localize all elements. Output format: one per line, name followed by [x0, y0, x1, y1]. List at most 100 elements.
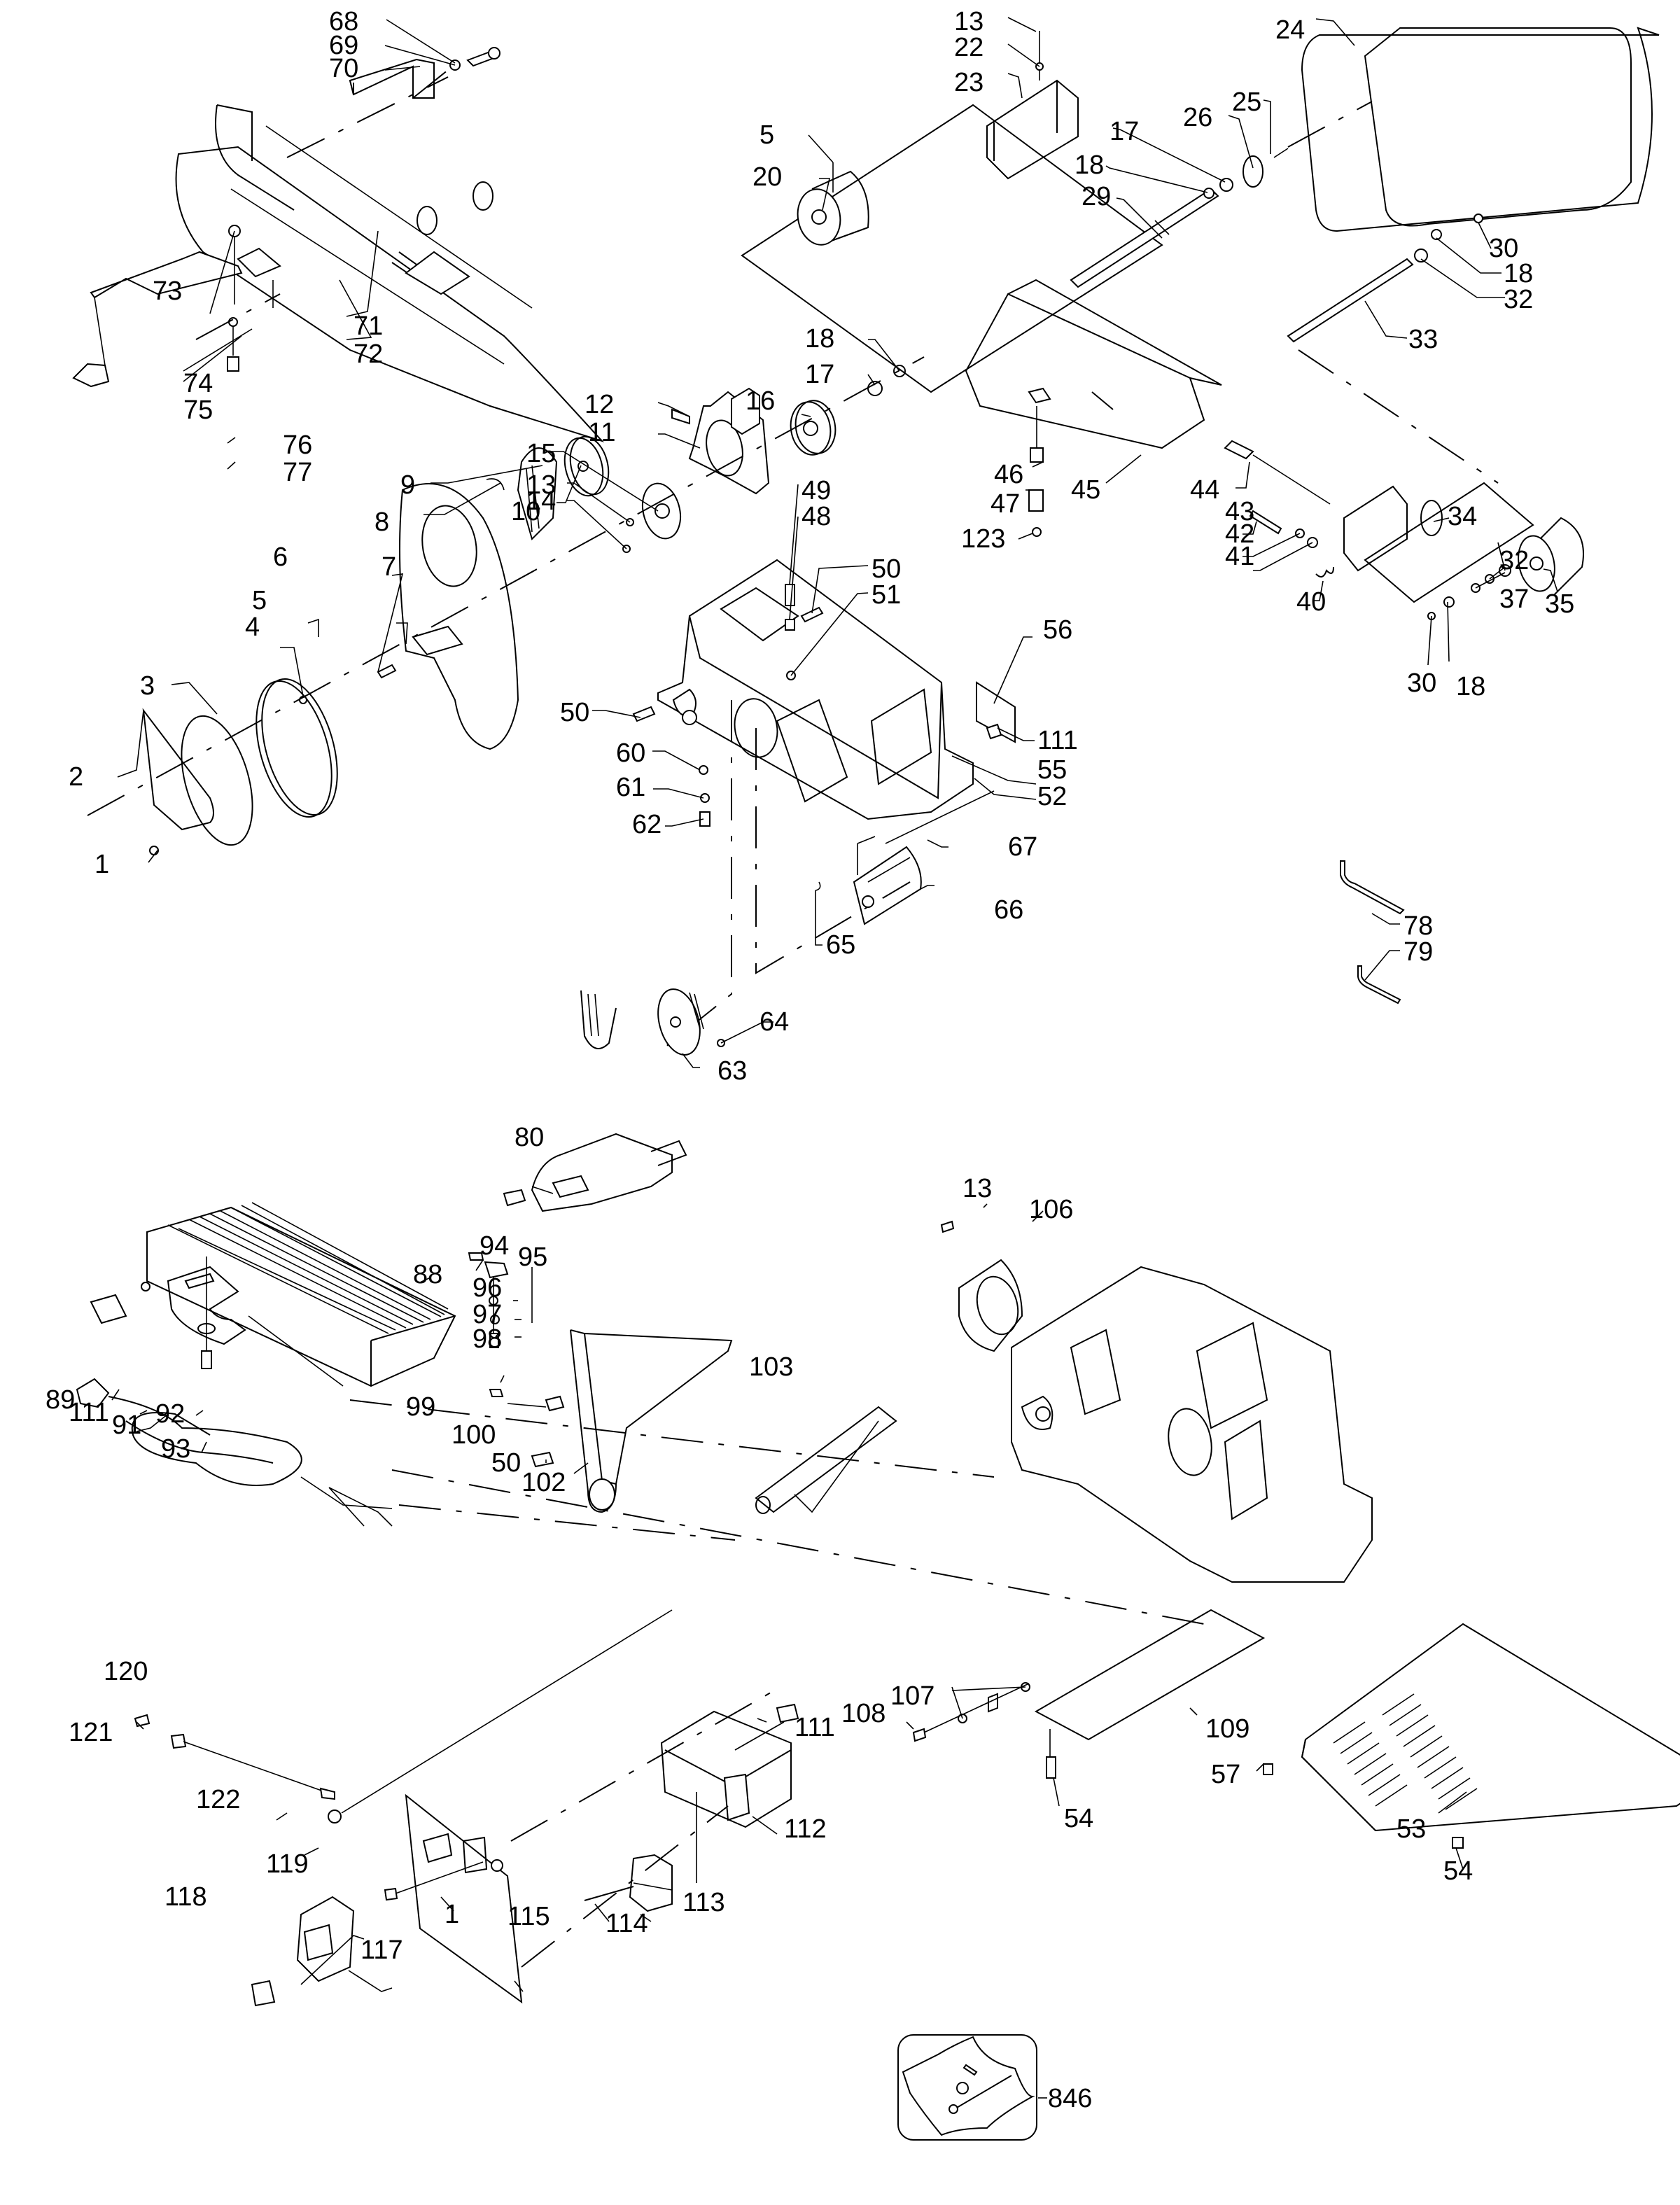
screw-114: [584, 1886, 634, 1901]
screw-13: [940, 1220, 955, 1233]
part-label: 2: [69, 762, 83, 792]
ring-terminal: [988, 1693, 998, 1713]
part-label: 69: [329, 31, 358, 60]
part-label: 74: [183, 369, 213, 398]
part-label: 1: [444, 1900, 459, 1929]
bolt-50: [531, 1451, 554, 1468]
part-label: 54: [1443, 1856, 1473, 1886]
screw-57: [1263, 1763, 1273, 1775]
leader-lines: [111, 17, 1558, 2099]
part-label: 24: [1275, 15, 1305, 45]
miter-gauge-80: [503, 1133, 687, 1212]
part-label: 121: [69, 1718, 113, 1747]
axis-line: [1298, 349, 1499, 484]
bolt-49: [785, 584, 795, 606]
platen-frame: [175, 104, 605, 443]
part-label: 79: [1404, 937, 1433, 967]
screw-1: [384, 1887, 398, 1901]
belt-arm-45: [965, 279, 1222, 449]
part-label: 94: [479, 1231, 509, 1261]
part-label: 22: [954, 33, 983, 62]
axis-line: [286, 76, 449, 158]
axis-line: [1287, 101, 1373, 148]
axis-line: [398, 1504, 736, 1541]
base-52: [657, 559, 974, 820]
part-label: 5: [252, 586, 267, 615]
part-label: 53: [1396, 1814, 1426, 1844]
part-label: 50: [872, 554, 901, 584]
part-label: 63: [718, 1056, 747, 1086]
screw-54: [1452, 1837, 1464, 1849]
drive-shaft-29: [1070, 188, 1219, 288]
bottom-cover-53: [1301, 1623, 1680, 1832]
tracking-bracket-34: [1343, 485, 1443, 572]
power-cord-120: [76, 1378, 393, 1527]
part-label: 47: [990, 489, 1020, 519]
label-56: [976, 681, 1016, 743]
bolt-50: [632, 706, 656, 722]
dust-port-106: [958, 1259, 1023, 1352]
part-label: 23: [954, 68, 983, 97]
strain-relief-111: [776, 1703, 799, 1723]
part-label: 60: [616, 738, 645, 768]
switch-plate-115: [405, 1793, 523, 2004]
part-label: 40: [1296, 587, 1326, 617]
part-label: 98: [472, 1324, 502, 1354]
flange-26: [1242, 155, 1264, 188]
bracket-95: [484, 1261, 509, 1279]
part-label: 73: [153, 276, 182, 306]
part-label: 18: [1074, 150, 1104, 180]
part-label: 54: [1064, 1804, 1093, 1833]
idler-drum-35: [1518, 517, 1584, 596]
part-label: 66: [994, 895, 1023, 925]
part-label: 50: [560, 698, 589, 727]
box-112: [660, 1710, 792, 1828]
gear-63: [657, 988, 704, 1056]
part-label: 106: [1029, 1195, 1073, 1224]
part-label: 4: [245, 612, 260, 642]
part-label: 37: [1499, 584, 1529, 614]
platen-bracket: [349, 58, 435, 99]
axis-line: [395, 1861, 484, 1894]
pin-25: [1273, 148, 1289, 158]
wire-nut-121: [134, 1714, 150, 1728]
bolt-47: [1028, 489, 1044, 512]
axis-line: [734, 1721, 785, 1751]
part-label: 71: [354, 312, 383, 341]
part-label: 112: [784, 1814, 827, 1844]
bolt-50: [800, 606, 824, 623]
sanding-disc: [255, 678, 338, 818]
tension-spring-44: [1224, 440, 1331, 505]
part-label: 30: [1489, 234, 1518, 263]
part-label: 67: [1008, 832, 1037, 862]
disc-shroud: [399, 483, 519, 750]
part-label: 32: [1499, 546, 1529, 575]
part-label: 17: [805, 360, 834, 389]
part-label: 13: [962, 1174, 992, 1203]
hex-key-79: [1357, 965, 1401, 1004]
part-label: 111: [69, 1398, 109, 1427]
screw-99: [489, 1389, 504, 1397]
abrasive-disc: [181, 715, 253, 846]
part-label: 115: [507, 1902, 550, 1931]
axis-line: [391, 1469, 1205, 1625]
part-label: 78: [1404, 911, 1433, 941]
axis-line: [510, 1686, 781, 1842]
axis-line: [341, 1609, 673, 1814]
part-label: 25: [1232, 88, 1261, 117]
idler-pulley-16: [790, 400, 836, 456]
spring-40: [1315, 566, 1334, 578]
part-label: 119: [266, 1849, 309, 1879]
part-label: 26: [1183, 103, 1212, 132]
part-label: 107: [890, 1681, 934, 1711]
table-88: [146, 1202, 456, 1387]
nut-48: [785, 619, 795, 631]
rod-103: [755, 1406, 897, 1514]
part-label: 43: [1225, 497, 1254, 526]
jumper-wire-122: [170, 1733, 335, 1800]
part-label: 91: [112, 1410, 141, 1440]
part-label: 103: [749, 1352, 793, 1382]
tracking-knob-43: [1249, 510, 1282, 535]
part-label: 30: [1407, 668, 1436, 698]
part-label: 109: [1205, 1714, 1250, 1744]
